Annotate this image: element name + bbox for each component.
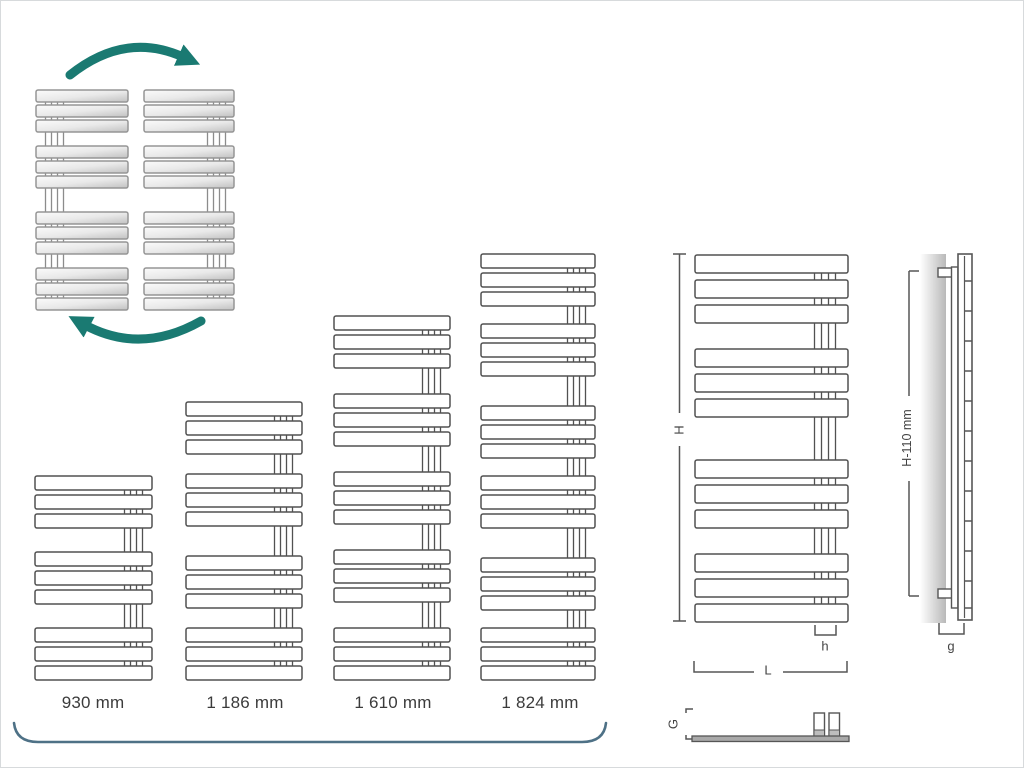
dim-label-depth: G <box>665 718 681 730</box>
size-label-1824mm: 1 824 mm <box>501 693 579 712</box>
wall-bracket-bottom <box>937 588 953 599</box>
size-label-1186mm: 1 186 mm <box>206 693 284 712</box>
radiator-mirrored-left-version <box>35 89 129 311</box>
wall-bracket-top <box>937 267 953 278</box>
radiator-top-view <box>691 712 850 743</box>
dim-label-side-height: H-110 mm <box>900 409 914 467</box>
radiator-size-1824mm <box>480 253 596 681</box>
radiator-size-1186mm <box>185 401 303 681</box>
height-dimension-line <box>673 253 686 622</box>
rotate-clockwise-arrow-path <box>65 42 201 80</box>
side-height-dimension-line <box>908 270 919 597</box>
dim-label-height: H <box>671 425 687 435</box>
size-range-brace-path <box>12 721 608 744</box>
radiator-mirrored-right-version <box>143 89 235 311</box>
top-view-tube-collar <box>828 729 840 737</box>
rotate-clockwise-arrow-icon <box>65 42 201 80</box>
dim-label-tube-spacing: h <box>821 638 829 654</box>
size-label-1610mm: 1 610 mm <box>354 693 432 712</box>
radiator-size-1610mm <box>333 315 451 681</box>
tube-spacing-bracket <box>814 625 837 636</box>
dim-label-bracket-depth: g <box>947 638 955 654</box>
side-view-shadow <box>920 254 946 623</box>
top-view-panel <box>691 735 850 743</box>
front-view-dimension-lines <box>673 253 850 743</box>
dim-label-length: L <box>764 662 772 678</box>
side-view-bar-joints <box>965 280 972 609</box>
depth-dimension-marks <box>685 708 693 740</box>
rotate-counterclockwise-arrow-icon <box>68 316 206 344</box>
radiator-size-930mm <box>34 475 153 681</box>
radiator-front-view <box>694 254 849 623</box>
bracket-depth-dimension <box>938 623 965 635</box>
top-view-tube-collar <box>813 729 825 737</box>
radiator-side-view <box>908 253 973 635</box>
side-view-collector <box>950 266 959 609</box>
size-range-brace <box>12 721 608 744</box>
size-label-930mm: 930 mm <box>61 693 125 712</box>
rotate-counterclockwise-arrow-path <box>68 316 206 344</box>
length-dimension-line <box>693 661 848 673</box>
